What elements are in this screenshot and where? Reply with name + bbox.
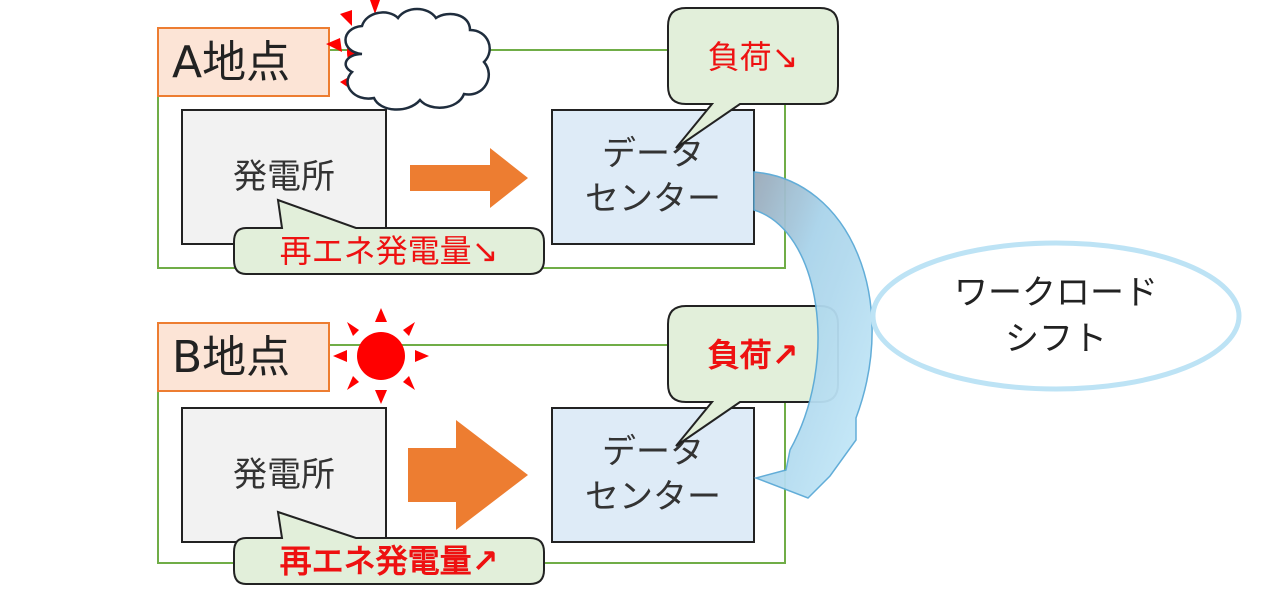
site-b-load-callout: 負荷↗ [667, 305, 839, 447]
sun-icon [333, 308, 429, 404]
workload-shift-bubble: ワークロード シフト [870, 240, 1242, 392]
workload-shift-line1: ワークロード [954, 273, 1158, 313]
site-a-label: A地点 [172, 37, 290, 88]
site-b-renewable-callout: 再エネ発電量↗ [233, 510, 545, 585]
site-b-data-center-line2: センター [585, 477, 721, 517]
site-a-group: A地点 発電所 データ センター 負荷↘ [157, 0, 839, 275]
site-b-group: B地点 発電所 データ センター 負荷↗ [157, 305, 839, 585]
workload-shift-arrow [753, 171, 873, 499]
site-a-data-center [551, 109, 755, 245]
site-a-renewable-callout: 再エネ発電量↘ [233, 198, 545, 275]
site-a-supply-arrow [410, 148, 528, 208]
site-b-label-box [157, 322, 330, 392]
workload-shift-line2: シフト [1005, 319, 1107, 359]
site-b-label: B地点 [172, 332, 290, 383]
site-b-supply-arrow [408, 420, 528, 530]
site-a-load-callout: 負荷↘ [667, 7, 839, 149]
site-b-data-center [551, 407, 755, 543]
cloud-icon [326, 0, 491, 111]
site-a-data-center-line2: センター [585, 179, 721, 219]
site-a-power-plant-label: 発電所 [233, 157, 335, 197]
site-a-label-box [157, 27, 330, 97]
site-a-load-text: 負荷↘ [708, 38, 799, 76]
site-b-power-plant-label: 発電所 [233, 455, 335, 495]
site-b-renewable-text: 再エネ発電量↗ [280, 542, 499, 580]
site-b-load-text: 負荷↗ [708, 336, 799, 374]
site-a-renewable-text: 再エネ発電量↘ [280, 232, 499, 270]
